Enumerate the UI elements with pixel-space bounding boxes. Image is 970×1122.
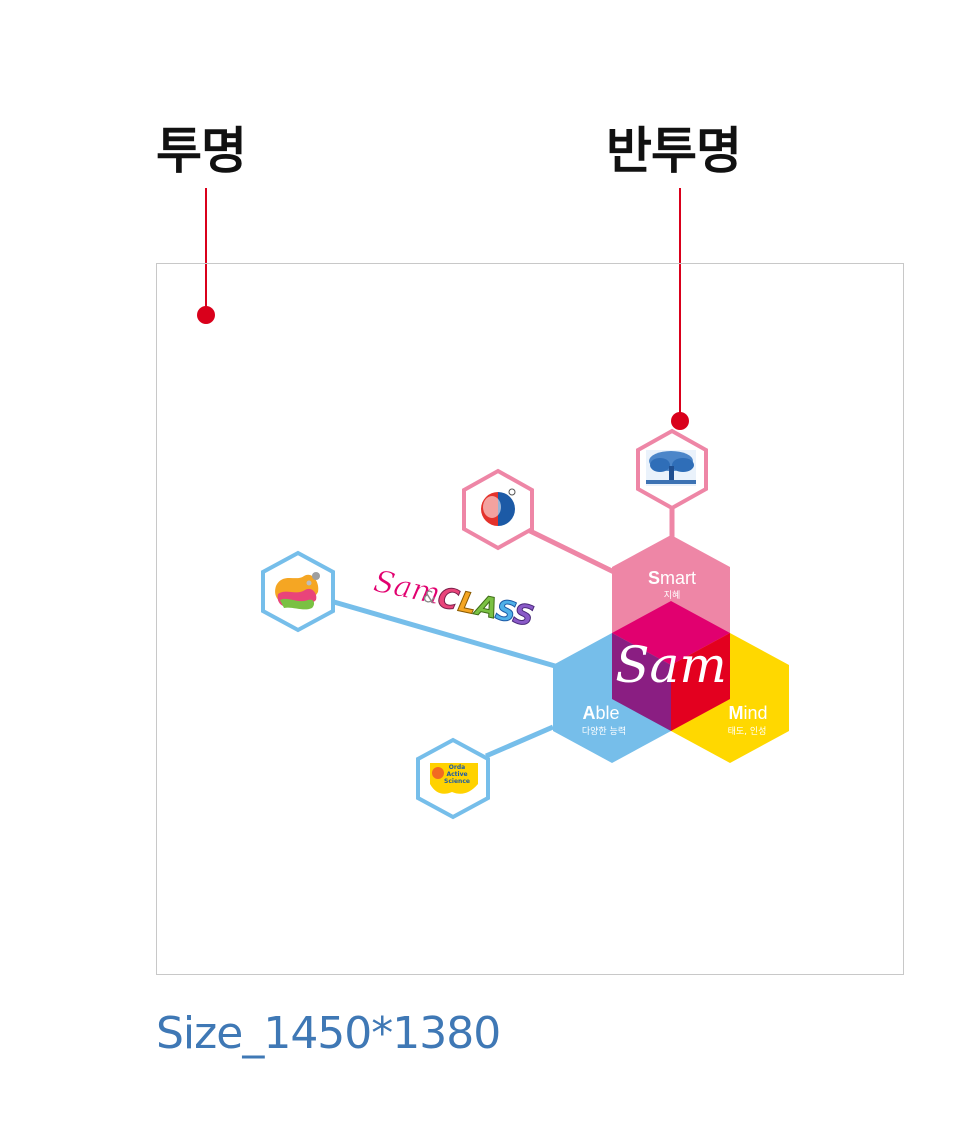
- semi-transparent-label: 반투명: [606, 122, 742, 180]
- center-sector-right: [671, 633, 730, 731]
- logo-amp-text: &: [421, 586, 437, 607]
- center-brand-text: Sam: [615, 636, 726, 694]
- canvas-frame: [156, 263, 904, 975]
- semi-transparent-callout-dot: [671, 412, 689, 430]
- wave-logo-icon: [275, 572, 320, 610]
- smart-title: Smart: [648, 568, 696, 588]
- center-sector-left: [612, 633, 671, 731]
- size-caption: Size_1450*1380: [156, 1008, 501, 1059]
- mind-subtitle: 태도, 인성: [728, 726, 767, 737]
- science-logo-icon: Orda Active Science: [430, 763, 478, 794]
- connector-able-wave: [333, 599, 556, 669]
- transparent-callout-dot: [197, 306, 215, 324]
- science-badge-line-1: Orda: [449, 764, 465, 771]
- mind-title: Mind: [728, 703, 767, 723]
- connector-able-science: [485, 724, 554, 759]
- science-badge-line-2: Active: [446, 771, 467, 778]
- connector-smart-atom: [526, 527, 616, 575]
- science-badge-line-3: Science: [444, 778, 470, 785]
- transparent-label: 투명: [156, 122, 247, 180]
- able-title: Able: [582, 703, 619, 723]
- atom-logo-icon: [481, 488, 516, 526]
- tree-icon: [646, 450, 696, 486]
- smart-subtitle: 지혜: [664, 589, 681, 601]
- sam-class-logo: Sam & C L A S S: [370, 564, 537, 634]
- able-subtitle: 다양한 능력: [582, 725, 626, 737]
